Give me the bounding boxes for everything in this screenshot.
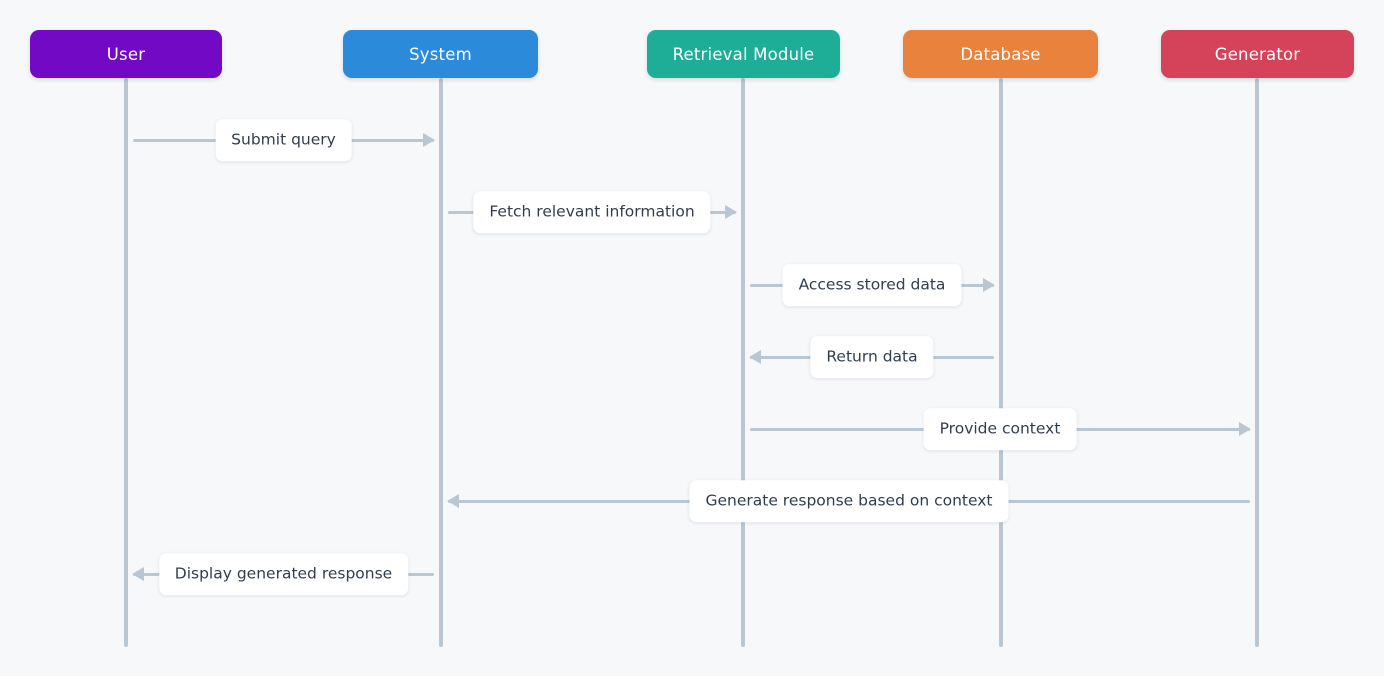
lifeline-generator [1255, 78, 1259, 647]
arrowhead-right-icon [423, 133, 435, 147]
lifeline-system [439, 78, 443, 647]
actor-database[interactable]: Database [903, 30, 1098, 78]
arrowhead-left-icon [132, 567, 144, 581]
arrowhead-right-icon [983, 278, 995, 292]
arrowhead-right-icon [1239, 422, 1251, 436]
lifeline-retrieval [741, 78, 745, 647]
message-label: Fetch relevant information [473, 191, 711, 233]
message-label: Display generated response [158, 553, 409, 595]
message-label: Provide context [923, 408, 1077, 450]
message-label: Access stored data [782, 264, 962, 306]
arrowhead-right-icon [725, 205, 737, 219]
arrowhead-left-icon [749, 350, 761, 364]
actor-label: Generator [1214, 44, 1301, 64]
arrowhead-left-icon [447, 494, 459, 508]
actor-label: Retrieval Module [672, 44, 815, 64]
message-label: Return data [810, 336, 934, 378]
actor-generator[interactable]: Generator [1161, 30, 1354, 78]
actor-label: System [409, 44, 472, 64]
message-label: Generate response based on context [689, 480, 1009, 522]
actor-retrieval[interactable]: Retrieval Module [647, 30, 840, 78]
actor-user[interactable]: User [30, 30, 222, 78]
lifeline-database [999, 78, 1003, 647]
message-label: Submit query [215, 119, 352, 161]
actor-label: User [106, 44, 146, 64]
lifeline-user [124, 78, 128, 647]
actor-label: Database [960, 44, 1041, 64]
actor-system[interactable]: System [343, 30, 538, 78]
